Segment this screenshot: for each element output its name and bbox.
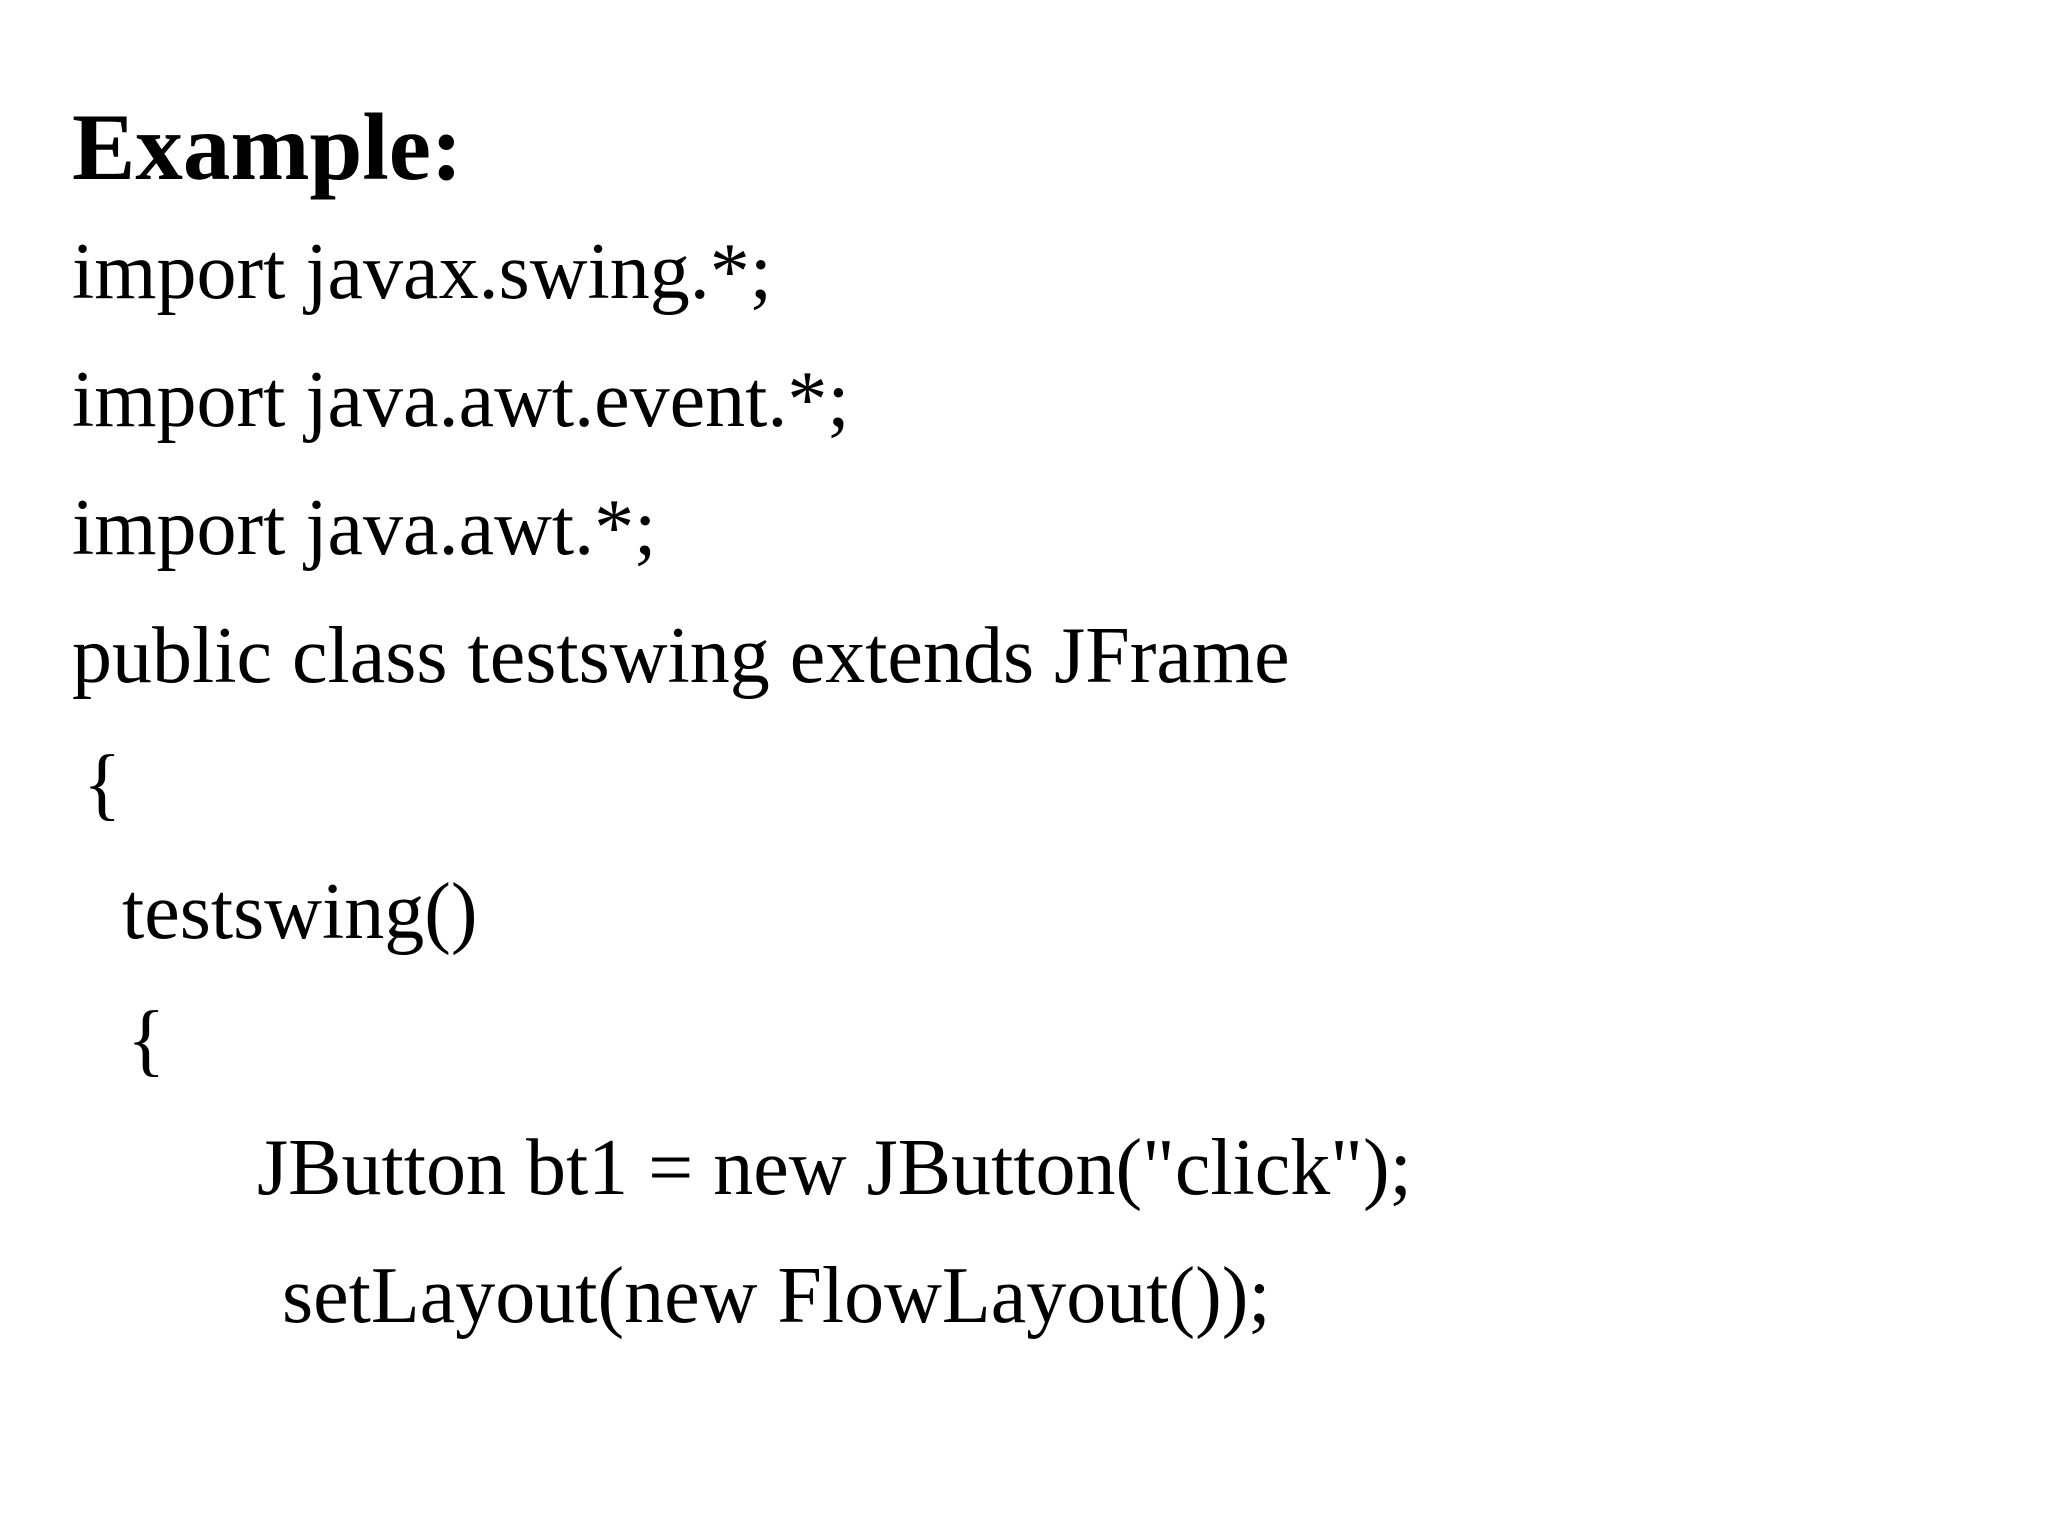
code-line-import-awt: import java.awt.*; — [72, 484, 657, 572]
code-line-import-awt-event: import java.awt.event.*; — [72, 356, 850, 444]
code-line-constructor-declaration: testswing() — [122, 868, 478, 956]
example-heading: Example: — [72, 94, 463, 200]
code-line-class-open-brace: { — [83, 740, 122, 828]
code-line-setlayout-statement: setLayout(new FlowLayout()); — [282, 1252, 1271, 1340]
code-line-class-declaration: public class testswing extends JFrame — [72, 612, 1290, 700]
code-line-import-javax-swing: import javax.swing.*; — [72, 228, 772, 316]
code-line-jbutton-statement: JButton bt1 = new JButton("click"); — [257, 1124, 1412, 1212]
code-line-constructor-open-brace: { — [127, 996, 166, 1084]
